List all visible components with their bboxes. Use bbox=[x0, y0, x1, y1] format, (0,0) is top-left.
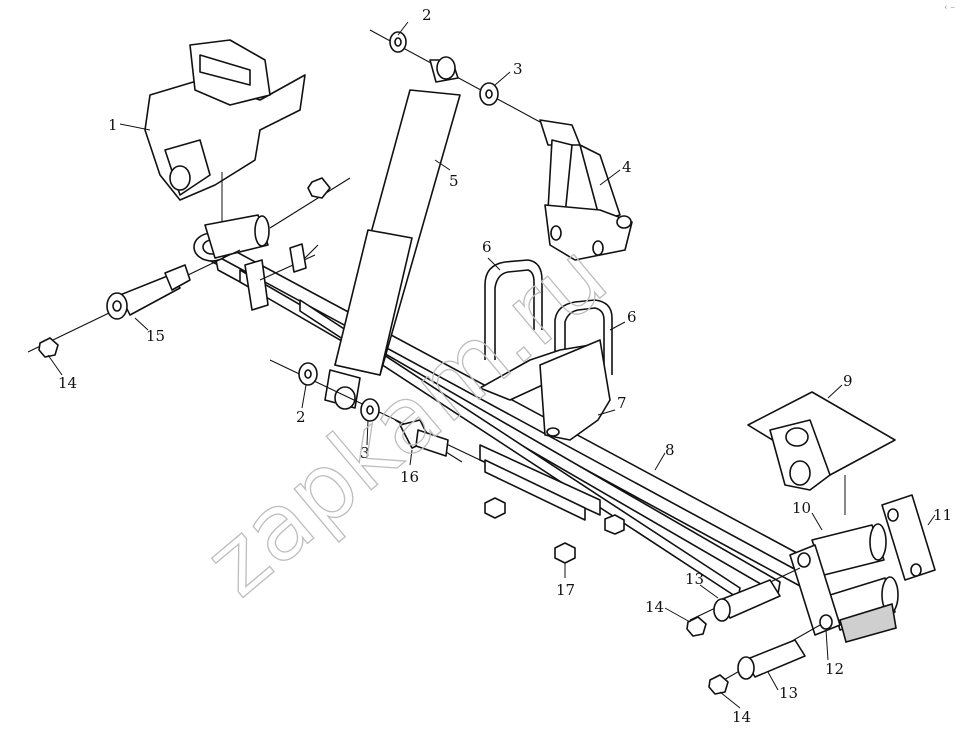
callout-2-top: 2 bbox=[422, 6, 432, 24]
rear-pins bbox=[689, 567, 821, 686]
callout-6-right: 6 bbox=[627, 308, 637, 326]
callout-4: 4 bbox=[622, 158, 632, 176]
nuts-center bbox=[484, 497, 625, 578]
callout-5: 5 bbox=[449, 172, 459, 190]
callout-10: 10 bbox=[792, 499, 811, 517]
callouts: 1 2 3 4 5 6 6 15 14 2 3 16 7 8 9 10 11 1… bbox=[58, 6, 952, 726]
spring-plate bbox=[479, 339, 611, 441]
callout-16: 16 bbox=[400, 468, 419, 486]
shock-lower-pin bbox=[394, 419, 463, 463]
washers bbox=[298, 31, 499, 422]
callout-13-top: 13 bbox=[685, 570, 704, 588]
callout-17: 17 bbox=[556, 581, 575, 599]
nuts-rear bbox=[686, 616, 729, 695]
callout-15: 15 bbox=[146, 327, 165, 345]
front-pin bbox=[27, 249, 241, 353]
leader-lines bbox=[47, 21, 936, 709]
callout-2-bottom: 2 bbox=[296, 408, 306, 426]
nut-left bbox=[38, 337, 59, 358]
callout-11: 11 bbox=[933, 506, 952, 524]
callout-14-bottom: 14 bbox=[732, 708, 751, 726]
callout-9: 9 bbox=[843, 372, 853, 390]
shock-upper-bracket bbox=[539, 119, 633, 261]
shock-absorber bbox=[269, 29, 541, 461]
rear-bracket bbox=[747, 391, 896, 515]
callout-13-bottom: 13 bbox=[779, 684, 798, 702]
front-clip bbox=[244, 243, 319, 311]
callout-8: 8 bbox=[665, 441, 675, 459]
callout-1: 1 bbox=[108, 116, 118, 134]
front-bushing bbox=[204, 177, 351, 259]
callout-7: 7 bbox=[617, 394, 627, 412]
callout-14-mid: 14 bbox=[645, 598, 664, 616]
front-bracket bbox=[144, 39, 306, 225]
callout-6-left: 6 bbox=[482, 238, 492, 256]
callout-3-top: 3 bbox=[513, 60, 523, 78]
callout-14-left: 14 bbox=[58, 374, 77, 392]
callout-3-bottom: 3 bbox=[360, 444, 370, 462]
rear-shackle bbox=[789, 494, 936, 643]
callout-12: 12 bbox=[825, 660, 844, 678]
corner-mark: ‹ – bbox=[944, 3, 955, 13]
